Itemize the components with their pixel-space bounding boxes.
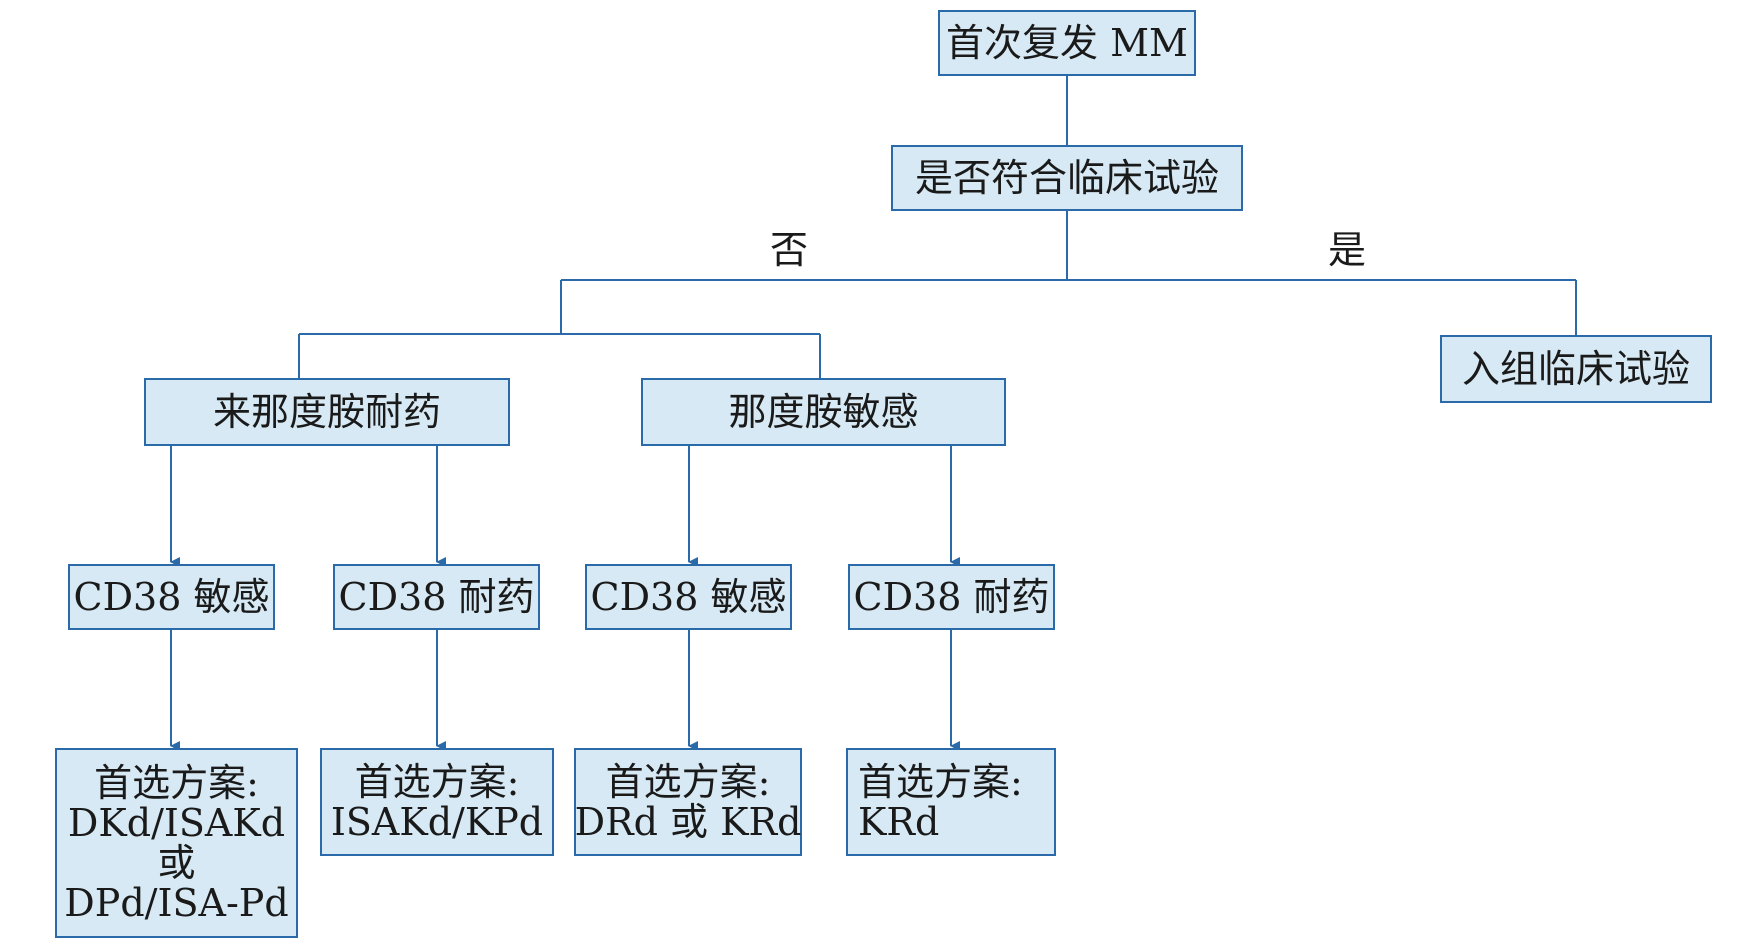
node-plan-2: 首选方案: ISAKd/KPd (320, 748, 554, 856)
node-plan-1: 首选方案: DKd/ISAKd 或 DPd/ISA-Pd (55, 748, 298, 938)
plan-1-line: 首选方案: (94, 761, 259, 805)
node-plan-3: 首选方案: DRd 或 KRd (574, 748, 802, 856)
node-plan-4: 首选方案: KRd (846, 748, 1056, 856)
plan-1-line: DKd/ISAKd (67, 801, 286, 845)
plan-1-line: DPd/ISA-Pd (64, 881, 289, 925)
plan-2-line: ISAKd/KPd (330, 800, 544, 844)
node-cd38-sensitive-a: CD38 敏感 (68, 564, 275, 630)
plan-3-line: 首选方案: (605, 760, 771, 804)
node-len-refractory: 来那度胺耐药 (144, 378, 510, 446)
plan-2-line: 首选方案: (354, 760, 520, 804)
node-cd38-refractory-a: CD38 耐药 (333, 564, 540, 630)
edge-label-no: 否 (770, 228, 809, 272)
node-cd38-refractory-b: CD38 耐药 (848, 564, 1055, 630)
plan-1-line: 或 (157, 841, 196, 885)
plan-4-line: KRd (858, 800, 940, 844)
plan-3-line: DRd 或 KRd (574, 800, 802, 844)
edge-label-yes: 是 (1328, 228, 1367, 272)
node-root: 首次复发 MM (938, 10, 1196, 76)
node-cd38-sensitive-b: CD38 敏感 (585, 564, 792, 630)
node-enroll-trial: 入组临床试验 (1440, 335, 1712, 403)
plan-4-line: 首选方案: (858, 760, 1023, 804)
node-len-sensitive: 那度胺敏感 (641, 378, 1006, 446)
node-trial-question: 是否符合临床试验 (891, 145, 1243, 211)
